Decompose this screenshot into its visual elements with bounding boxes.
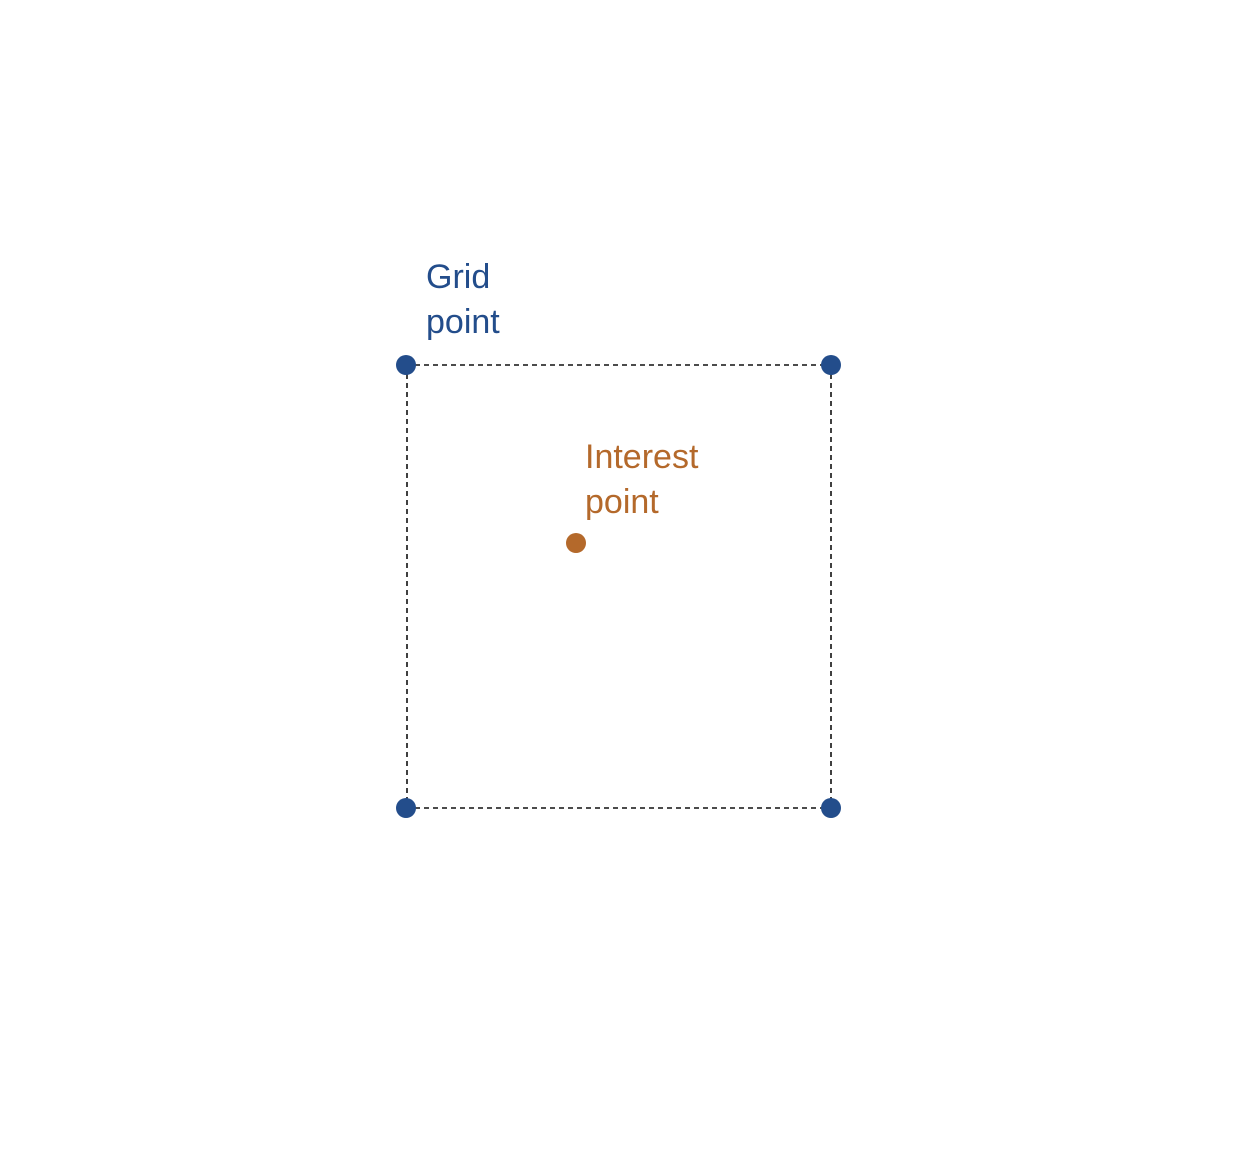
- grid-point-bottom-left: [396, 798, 416, 818]
- grid-point-top-left: [396, 355, 416, 375]
- grid-point-label-line2: point: [426, 303, 500, 341]
- interest-point-label: Interest point: [585, 435, 698, 525]
- interest-point-label-line2: point: [585, 483, 659, 521]
- grid-point-bottom-right: [821, 798, 841, 818]
- grid-point-top-right: [821, 355, 841, 375]
- interest-point: [566, 533, 586, 553]
- grid-point-label: Grid point: [426, 255, 500, 345]
- grid-point-label-line1: Grid: [426, 258, 491, 296]
- interest-point-label-line1: Interest: [585, 438, 699, 476]
